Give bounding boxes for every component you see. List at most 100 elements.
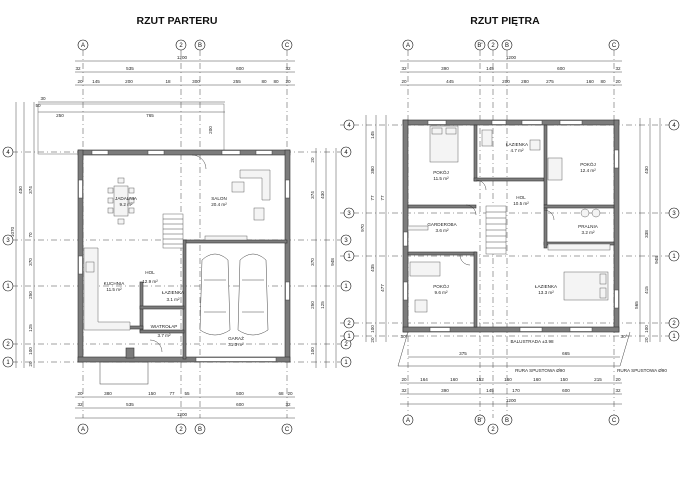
svg-text:B: B xyxy=(198,43,202,49)
ground-floor-title: RZUT PARTERU xyxy=(137,15,218,27)
svg-text:3: 3 xyxy=(347,211,351,217)
svg-text:C: C xyxy=(285,43,290,49)
ground-axis-left-1a: 1 xyxy=(2,280,14,292)
room-name: ŁAZIENKA xyxy=(535,284,558,289)
svg-text:A: A xyxy=(81,427,85,433)
svg-text:374: 374 xyxy=(310,191,315,199)
svg-text:370: 370 xyxy=(28,258,33,266)
svg-text:1: 1 xyxy=(344,360,348,366)
upper-dims-top: 1200 32 390 145 600 32 20 445 200 280 27… xyxy=(400,55,622,86)
ground-axis-left-2: 2 xyxy=(2,338,14,350)
upper-axis-bottom-2: 2 xyxy=(487,423,499,435)
svg-text:390: 390 xyxy=(441,388,449,393)
svg-text:100: 100 xyxy=(370,325,375,333)
svg-text:1: 1 xyxy=(672,254,676,260)
svg-text:2: 2 xyxy=(6,342,10,348)
svg-text:2: 2 xyxy=(347,321,351,327)
room-name: ŁAZIENKA xyxy=(162,290,185,295)
svg-text:18: 18 xyxy=(165,79,171,84)
svg-text:2: 2 xyxy=(344,342,348,348)
svg-text:32: 32 xyxy=(285,66,291,71)
room-area: 3.2 m² xyxy=(581,230,594,235)
svg-text:1: 1 xyxy=(6,360,10,366)
svg-text:32: 32 xyxy=(615,388,621,393)
svg-text:160: 160 xyxy=(450,377,458,382)
room-area: 3.6 m² xyxy=(435,228,448,233)
ground-dims-bottom: 20 380 150 77 55 500 68 20 32 535 600 32… xyxy=(75,391,295,419)
room-name: POKÓJ xyxy=(433,283,449,289)
ground-axis-bottom-A: A xyxy=(77,423,89,435)
svg-text:380: 380 xyxy=(370,166,375,174)
room-name: HOL xyxy=(516,195,526,200)
ground-axis-top-2: 2 xyxy=(175,39,187,51)
room-name: SALON xyxy=(211,196,227,201)
upper-axis-bottom-B: B xyxy=(501,414,513,426)
svg-text:20: 20 xyxy=(285,79,291,84)
upper-axis-right-4: 4 xyxy=(668,119,680,131)
svg-text:2: 2 xyxy=(672,321,676,327)
svg-text:68: 68 xyxy=(278,391,284,396)
upper-axis-left-2: 2 xyxy=(343,317,355,329)
svg-text:4: 4 xyxy=(6,150,10,156)
upper-dims-bottom: 20 164 160 152 160 160 150 215 20 32 390… xyxy=(400,377,622,405)
svg-text:77: 77 xyxy=(370,195,375,201)
svg-text:80: 80 xyxy=(273,79,279,84)
svg-text:125: 125 xyxy=(28,324,33,332)
ground-axis-bottom-C: C xyxy=(281,423,293,435)
svg-text:80: 80 xyxy=(600,79,606,84)
svg-text:20: 20 xyxy=(77,391,83,396)
svg-text:20: 20 xyxy=(615,377,621,382)
svg-text:1200: 1200 xyxy=(177,55,188,60)
svg-text:77: 77 xyxy=(380,195,385,201)
ground-stairs xyxy=(162,213,184,249)
svg-text:280: 280 xyxy=(521,79,529,84)
svg-text:145: 145 xyxy=(486,388,494,393)
svg-text:2: 2 xyxy=(179,427,183,433)
svg-text:70: 70 xyxy=(28,232,33,238)
ground-axis-top-A: A xyxy=(77,39,89,51)
downpipe-note-right: RURA SPUSTOWA Ø90 xyxy=(617,368,667,373)
svg-text:160: 160 xyxy=(533,377,541,382)
svg-text:275: 275 xyxy=(546,79,554,84)
svg-text:948: 948 xyxy=(654,256,659,264)
svg-text:20: 20 xyxy=(370,337,375,343)
svg-text:1: 1 xyxy=(6,284,10,290)
svg-text:125: 125 xyxy=(320,301,325,309)
svg-text:C: C xyxy=(285,427,290,433)
room-name: JADALNIA xyxy=(115,196,138,201)
ground-dims-right: 20 374 430 370 948 250 125 100 xyxy=(310,148,337,368)
ground-axis-left-4: 4 xyxy=(2,146,14,158)
svg-text:4: 4 xyxy=(672,123,676,129)
room-area: 3.1 m² xyxy=(166,297,179,302)
svg-text:20: 20 xyxy=(287,391,293,396)
room-area: 31.3 m² xyxy=(228,342,244,347)
svg-text:445: 445 xyxy=(446,79,454,84)
upper-floor-title: RZUT PIĘTRA xyxy=(470,15,540,27)
svg-text:390: 390 xyxy=(441,66,449,71)
ground-axis-right-1b: 1 xyxy=(340,356,352,368)
svg-text:250: 250 xyxy=(310,301,315,309)
room-name: GARAŻ xyxy=(228,335,244,341)
svg-text:160: 160 xyxy=(586,79,594,84)
svg-text:1200: 1200 xyxy=(506,55,517,60)
svg-text:200: 200 xyxy=(502,79,510,84)
svg-text:535: 535 xyxy=(126,402,134,407)
svg-text:535: 535 xyxy=(126,66,134,71)
svg-text:2: 2 xyxy=(179,43,183,49)
svg-text:1200: 1200 xyxy=(506,398,517,403)
upper-axis-top-2: 2 xyxy=(487,39,499,51)
ground-dims-top: 1200 32 535 600 32 20 145 200 18 300 255… xyxy=(75,55,295,86)
svg-text:170: 170 xyxy=(512,388,520,393)
ground-axis-bottom-2: 2 xyxy=(175,423,187,435)
svg-text:3: 3 xyxy=(672,211,676,217)
room-area: 12.4 m² xyxy=(580,168,596,173)
svg-text:600: 600 xyxy=(562,388,570,393)
svg-text:1200: 1200 xyxy=(177,412,188,417)
room-name: HOL xyxy=(145,270,155,275)
svg-text:C: C xyxy=(612,418,617,424)
ground-dim-200: 200 xyxy=(208,126,213,134)
svg-text:600: 600 xyxy=(557,66,565,71)
svg-text:600: 600 xyxy=(236,402,244,407)
room-area: 4.7 m² xyxy=(510,148,523,153)
svg-text:164: 164 xyxy=(420,377,428,382)
